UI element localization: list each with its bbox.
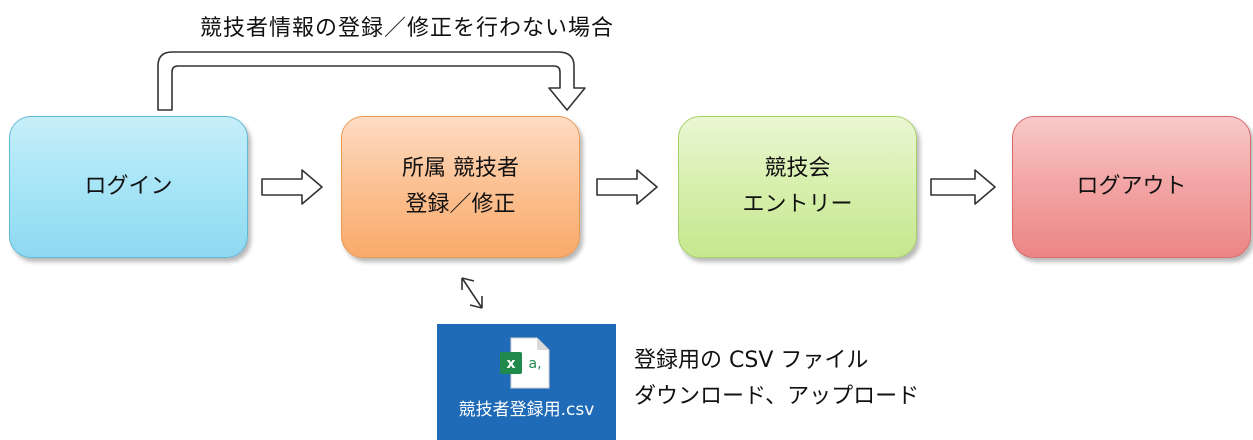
step-logout: ログアウト bbox=[1012, 116, 1251, 258]
csv-description-line1: 登録用の CSV ファイル bbox=[634, 348, 869, 373]
step-entry: 競技会 エントリー bbox=[678, 116, 917, 258]
step-register-label-line2: 登録／修正 bbox=[405, 192, 516, 217]
step-register-label-line1: 所属 競技者 bbox=[402, 156, 519, 181]
right-arrow-icon bbox=[596, 169, 658, 205]
step-login-label: ログイン bbox=[84, 174, 173, 199]
step-login: ログイン bbox=[9, 116, 248, 258]
right-arrow-icon bbox=[261, 169, 323, 205]
step-register: 所属 競技者 登録／修正 bbox=[341, 116, 580, 258]
step-entry-label-line2: エントリー bbox=[742, 192, 853, 217]
step-logout-label: ログアウト bbox=[1076, 174, 1187, 199]
excel-csv-file-icon: x a, bbox=[500, 337, 550, 389]
csv-description-line2: ダウンロード、アップロード bbox=[634, 384, 920, 409]
bidirectional-arrow-icon bbox=[461, 277, 483, 309]
csv-description: 登録用の CSV ファイル ダウンロード、アップロード bbox=[634, 343, 919, 415]
csv-file-tile[interactable]: x a, 競技者登録用.csv bbox=[437, 324, 616, 440]
step-entry-label-line1: 競技会 bbox=[764, 156, 831, 181]
csv-file-name: 競技者登録用.csv bbox=[458, 400, 595, 420]
skip-path-label: 競技者情報の登録／修正を行わない場合 bbox=[200, 16, 615, 41]
skip-path-arrow bbox=[157, 51, 586, 111]
right-arrow-icon bbox=[930, 169, 996, 205]
svg-text:a,: a, bbox=[528, 356, 541, 372]
svg-text:x: x bbox=[506, 356, 515, 372]
